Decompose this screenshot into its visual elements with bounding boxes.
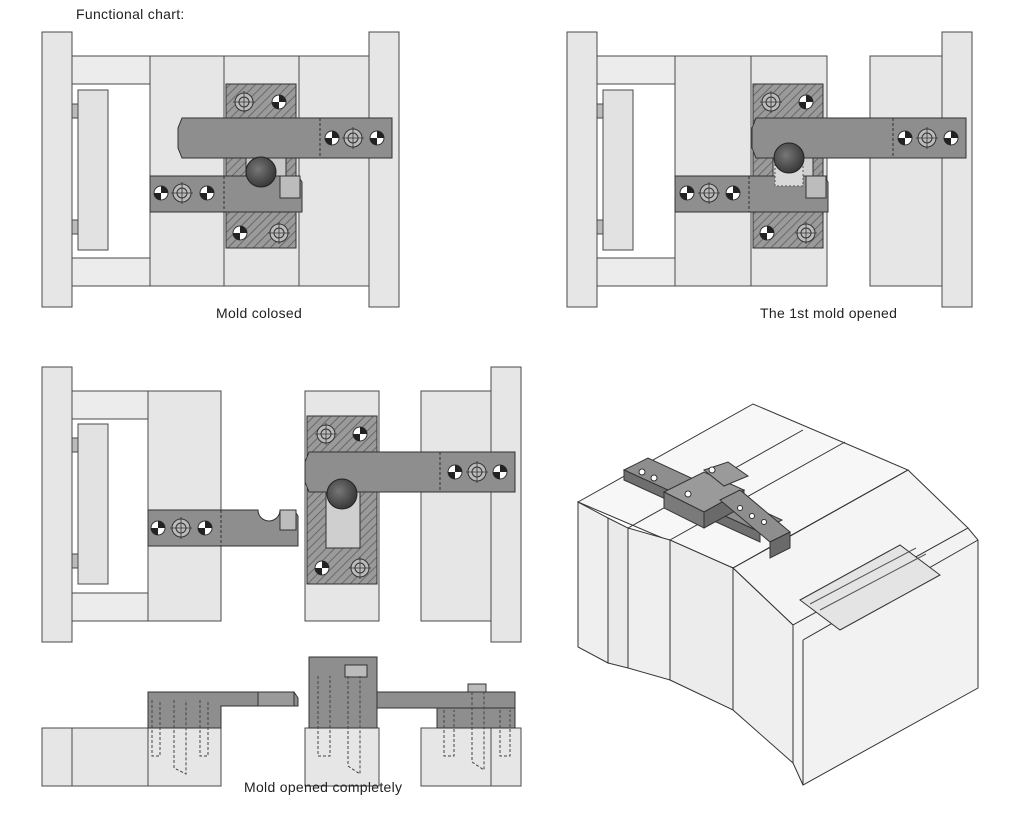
figure-mold-closed xyxy=(41,31,400,308)
figure-isometric-view xyxy=(576,403,979,786)
caption-mold-opened-completely: Mold opened completely xyxy=(244,779,403,795)
chart-heading: Functional chart: xyxy=(76,6,185,22)
caption-first-mold-opened: The 1st mold opened xyxy=(760,305,898,321)
figure-first-mold-opened xyxy=(566,31,973,308)
figure-mold-opened-completely xyxy=(41,366,522,643)
caption-mold-closed: Mold colosed xyxy=(216,305,303,321)
figure-side-section xyxy=(41,656,522,787)
